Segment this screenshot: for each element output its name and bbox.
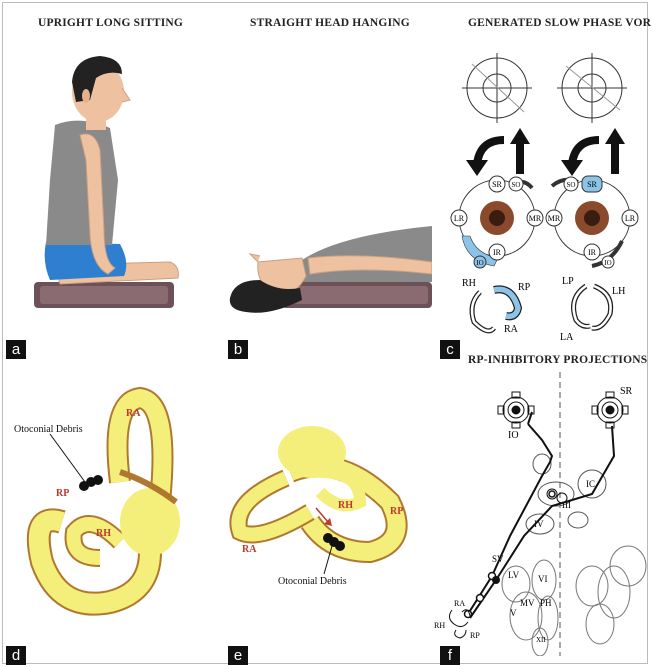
rotation-arrow-right-icon (561, 128, 625, 176)
canals-right: LP LH LA (560, 276, 625, 343)
crosshair-right-icon (557, 53, 627, 123)
panel-a: UPRIGHT LONG SITTING a (0, 0, 220, 360)
debris-label-e: Otoconial Debris (278, 576, 347, 587)
label-rh-d: RH (96, 528, 111, 539)
label-rh-f: RH (434, 621, 445, 630)
eye-sr-icon (592, 392, 628, 428)
label-rp-d: RP (56, 488, 69, 499)
panel-c-title: GENERATED SLOW PHASE VOR (468, 17, 651, 29)
eye-right-io: IO (604, 259, 611, 267)
eye-right: SR SO MR LR IR IO (546, 176, 638, 268)
canal-lh: LH (612, 286, 625, 297)
panel-b-title: STRAIGHT HEAD HANGING (250, 17, 410, 29)
eye-right-ir: IR (588, 248, 597, 257)
label-io-f: IO (508, 430, 519, 441)
canal-lp: LP (562, 276, 574, 287)
panel-a-label: a (6, 340, 26, 359)
label-mv-f: MV (520, 598, 535, 608)
inner-ear-upright-illustration: Otoconial Debris RA RP RH (0, 362, 220, 652)
label-ph-f: PH (540, 598, 552, 608)
panel-d: Otoconial Debris RA RP RH d (0, 362, 220, 666)
label-xii-f: XII (536, 636, 546, 644)
label-rh-e: RH (338, 500, 353, 511)
canal-rh: RH (462, 278, 476, 289)
panel-e: Otoconial Debris RH RP RA e (220, 362, 432, 666)
panel-c-label: c (440, 340, 460, 359)
label-ra-e: RA (242, 544, 257, 555)
eye-left: SR SO LR MR IR IO (451, 176, 543, 268)
canal-la: LA (560, 332, 574, 343)
panel-f: RP-INHIBITORY PROJECTIONS SR IO IC III I… (432, 362, 652, 666)
canals-left: RH RP RA (462, 278, 531, 335)
panel-a-title: UPRIGHT LONG SITTING (38, 17, 183, 29)
head-hanging-illustration (220, 30, 432, 360)
inner-ear-hanging-illustration: Otoconial Debris RH RP RA (220, 362, 432, 652)
shorts (45, 242, 127, 280)
eye-left-mr: MR (529, 214, 542, 223)
eye-left-lr: LR (454, 214, 465, 223)
panel-e-label: e (228, 646, 248, 665)
vor-diagram: SR SO LR MR IR IO SR SO MR LR IR IO (432, 36, 652, 356)
label-sr-f: SR (620, 386, 633, 397)
debris-label-d: Otoconial Debris (14, 424, 83, 435)
label-vi-f: VI (538, 574, 548, 584)
shirt (300, 226, 432, 282)
eye-left-sr: SR (492, 180, 502, 189)
upright-sitting-illustration (0, 30, 220, 360)
eye-right-mr: MR (548, 214, 561, 223)
panel-f-label: f (440, 646, 460, 665)
panel-d-label: d (6, 646, 26, 665)
crosshair-left-icon (462, 53, 532, 123)
debris-d (79, 475, 103, 491)
eye-right-so: SO (567, 181, 576, 189)
panel-f-title: RP-INHIBITORY PROJECTIONS (468, 354, 647, 366)
label-ra-f: RA (454, 599, 465, 608)
canal-rp: RP (518, 282, 531, 293)
label-ic-f: IC (586, 479, 595, 489)
label-v-f: V (510, 608, 517, 618)
eye-right-lr: LR (625, 214, 636, 223)
panel-c: GENERATED SLOW PHASE VOR (432, 0, 652, 360)
label-rp-f: RP (470, 631, 480, 640)
rotation-arrow-left-icon (466, 128, 530, 176)
label-rp-e: RP (390, 506, 403, 517)
label-lv-f: LV (508, 570, 520, 580)
panel-b: STRAIGHT HEAD HANGING b (220, 0, 432, 360)
eye-left-so: SO (512, 181, 521, 189)
panel-b-label: b (228, 340, 248, 359)
label-ra-d: RA (126, 408, 141, 419)
eye-left-ir: IR (493, 248, 502, 257)
eye-left-io: IO (476, 259, 483, 267)
projection-diagram: SR IO IC III IV SV LV VI MV V PH XII (432, 366, 652, 656)
eye-right-sr: SR (587, 180, 597, 189)
canal-ra: RA (504, 324, 519, 335)
